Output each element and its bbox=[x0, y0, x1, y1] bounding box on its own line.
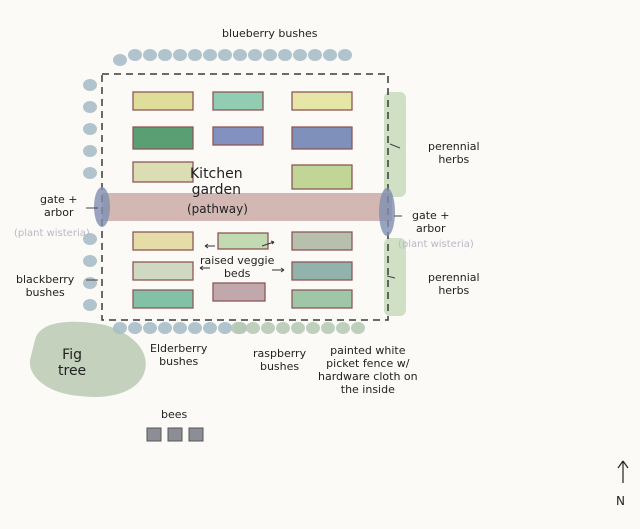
raspberry-bush bbox=[351, 322, 365, 334]
blackberry-bush bbox=[83, 79, 97, 91]
raised-bed bbox=[132, 261, 194, 281]
blackberry-bush bbox=[83, 299, 97, 311]
elderberry-bush bbox=[203, 322, 217, 334]
elderberry-bush bbox=[218, 322, 232, 334]
raised-bed bbox=[291, 231, 353, 251]
elderberry-bush bbox=[173, 322, 187, 334]
blueberry-bush bbox=[173, 49, 187, 61]
blueberry-bush bbox=[293, 49, 307, 61]
raspberry-bush bbox=[246, 322, 260, 334]
blackberry-bush bbox=[83, 123, 97, 135]
raised-bed bbox=[132, 126, 194, 150]
east-gate-arbor-label: gate + arbor bbox=[412, 209, 450, 235]
west-gate-arbor-label: gate + arbor bbox=[40, 193, 78, 219]
bed-pointer-arrows bbox=[199, 240, 285, 273]
blueberry-bush bbox=[323, 49, 337, 61]
blueberry-bush bbox=[308, 49, 322, 61]
bees-label: bees bbox=[161, 408, 188, 421]
kitchen-garden-label: Kitchen garden bbox=[190, 166, 243, 198]
raised-bed bbox=[291, 91, 353, 111]
raised-bed bbox=[212, 126, 264, 146]
raspberry-bush bbox=[306, 322, 320, 334]
raspberry-bush bbox=[261, 322, 275, 334]
blackberry-bushes-label: blackberry bushes bbox=[16, 273, 75, 299]
bee-hive bbox=[188, 427, 204, 442]
blueberry-bush bbox=[158, 49, 172, 61]
perennial-herbs-south-label: perennial herbs bbox=[428, 271, 480, 297]
raised-bed bbox=[291, 164, 353, 190]
bee-hive bbox=[167, 427, 183, 442]
blueberry-bush bbox=[128, 49, 142, 61]
west-gate-arbor bbox=[94, 187, 110, 227]
raspberry-bush bbox=[291, 322, 305, 334]
fig-tree-label: Fig tree bbox=[58, 347, 87, 379]
elderberry-bush bbox=[158, 322, 172, 334]
perennial-herbs-south bbox=[384, 238, 406, 316]
raspberry-bush bbox=[276, 322, 290, 334]
label-pointers bbox=[86, 143, 402, 281]
blueberry-bushes-label: blueberry bushes bbox=[222, 27, 318, 40]
blueberry-bush bbox=[248, 49, 262, 61]
perennial-herbs-north-label: perennial herbs bbox=[428, 140, 480, 166]
blackberry-bush bbox=[83, 277, 97, 289]
raised-veggie-beds-label: raised veggie beds bbox=[200, 254, 275, 280]
bee-hive bbox=[146, 427, 162, 442]
east-plant-wisteria-note: (plant wisteria) bbox=[398, 239, 474, 250]
bush-rows bbox=[83, 49, 365, 334]
blueberry-bush bbox=[233, 49, 247, 61]
blueberry-bush bbox=[278, 49, 292, 61]
north-arrow bbox=[617, 460, 629, 483]
north-label: N bbox=[616, 494, 625, 508]
raised-bed bbox=[212, 282, 266, 302]
raised-bed bbox=[132, 91, 194, 111]
blueberry-bush bbox=[263, 49, 277, 61]
raised-bed bbox=[132, 231, 194, 251]
elderberry-bush bbox=[113, 322, 127, 334]
west-plant-wisteria-note: (plant wisteria) bbox=[14, 228, 90, 239]
raised-bed bbox=[291, 126, 353, 150]
blackberry-bush bbox=[83, 167, 97, 179]
raised-bed bbox=[217, 232, 269, 250]
fence-description-label: painted white picket fence w/ hardware c… bbox=[318, 344, 418, 396]
raised-bed bbox=[291, 261, 353, 281]
raspberry-bush bbox=[321, 322, 335, 334]
raised-bed bbox=[132, 289, 194, 309]
elderberry-bush bbox=[188, 322, 202, 334]
elderberry-bush bbox=[128, 322, 142, 334]
raised-bed bbox=[212, 91, 264, 111]
raspberry-bush bbox=[336, 322, 350, 334]
blueberry-bush bbox=[203, 49, 217, 61]
perennial-herbs-north bbox=[384, 92, 406, 197]
blueberry-bush bbox=[338, 49, 352, 61]
fig-tree-canopy bbox=[29, 321, 146, 397]
blackberry-bush bbox=[83, 233, 97, 245]
blueberry-bush bbox=[188, 49, 202, 61]
raised-bed bbox=[291, 289, 353, 309]
raspberry-bushes-label: raspberry bushes bbox=[253, 347, 307, 373]
raspberry-bush bbox=[231, 322, 245, 334]
pathway bbox=[102, 193, 392, 221]
pathway-label: (pathway) bbox=[187, 202, 248, 216]
blackberry-bush bbox=[83, 255, 97, 267]
blueberry-bush bbox=[218, 49, 232, 61]
blueberry-bush bbox=[113, 54, 127, 66]
raised-beds bbox=[132, 91, 353, 309]
blackberry-bush bbox=[83, 145, 97, 157]
blueberry-bush bbox=[143, 49, 157, 61]
elderberry-bushes-label: Elderberry bushes bbox=[150, 342, 208, 368]
elderberry-bush bbox=[143, 322, 157, 334]
raised-bed bbox=[132, 161, 194, 183]
blackberry-bush bbox=[83, 101, 97, 113]
east-gate-arbor bbox=[379, 188, 395, 236]
